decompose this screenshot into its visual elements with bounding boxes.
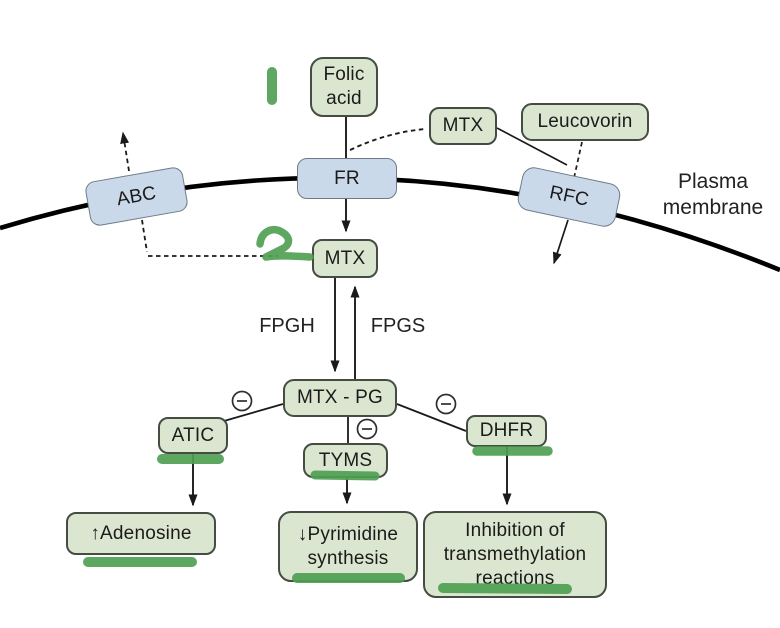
edge-rfc-influx-arrow (552, 219, 569, 265)
fpgs-enzyme-label: FPGS (362, 313, 434, 339)
node-tyms: TYMS (303, 443, 388, 478)
inhibition-minus-icon (231, 390, 253, 412)
inhibition-minus-icon (356, 418, 378, 440)
edge-fr-to-mtx-ext-dashed (349, 128, 427, 151)
inhibition-minus-icon (435, 393, 457, 415)
fr-label: FR (334, 167, 360, 189)
plasma-membrane-label-line2: membrane (662, 196, 764, 219)
plasma-membrane-label: Plasma membrane (650, 169, 776, 221)
edge-abc-efflux-dashed-arrow (120, 131, 130, 172)
plasma-membrane-label-line1: Plasma (677, 170, 749, 193)
edge-mtxpg-to-dhfr (396, 403, 467, 432)
node-pyrimidine-outcome: ↓Pyrimidine synthesis (278, 511, 418, 582)
rfc-label: RFC (547, 182, 591, 211)
inhibition-label-line2: transmethylation (443, 543, 587, 565)
handwritten-step-2-marker (256, 225, 314, 261)
mtx-intracellular-label: MTX (324, 247, 366, 269)
edge-leucovorin-to-rfc-dashed (573, 141, 583, 179)
node-atic: ATIC (158, 417, 228, 454)
abc-label: ABC (115, 182, 158, 210)
folic-acid-label-line1: Folic (323, 64, 365, 85)
node-leucovorin: Leucovorin (521, 103, 649, 141)
fpgh-enzyme-label: FPGH (251, 313, 323, 339)
node-fr-transporter: FR (297, 158, 397, 199)
inhibition-label-line1: Inhibition of (465, 519, 565, 541)
node-mtx-extracellular: MTX (429, 107, 497, 145)
inhibition-label-line3: reactions (475, 567, 555, 589)
folic-acid-label-line2: acid (326, 88, 362, 109)
node-mtx-pg: MTX - PG (283, 379, 397, 417)
fpgh-text: FPGH (259, 315, 315, 337)
pyrimidine-label-line2: synthesis (307, 547, 389, 569)
dhfr-label: DHFR (479, 420, 534, 441)
node-rfc-transporter: RFC (515, 165, 623, 229)
edge-mtxpg-to-atic (223, 403, 284, 422)
tyms-label: TYMS (318, 449, 373, 471)
leucovorin-label: Leucovorin (537, 111, 633, 132)
node-abc-transporter: ABC (83, 165, 190, 228)
mtx-pg-label: MTX - PG (296, 387, 384, 408)
mtx-extracellular-label: MTX (442, 115, 484, 136)
edge-abc-down-dashed (141, 219, 148, 253)
node-folic-acid: Folic acid (310, 57, 378, 117)
node-transmethylation-outcome: Inhibition of transmethylation reactions (423, 511, 607, 598)
node-adenosine-outcome: ↑Adenosine (66, 512, 216, 555)
fpgs-text: FPGS (370, 315, 426, 337)
node-dhfr: DHFR (466, 415, 547, 447)
atic-label: ATIC (171, 424, 215, 446)
node-mtx-intracellular: MTX (312, 239, 378, 278)
adenosine-label: ↑Adenosine (90, 522, 192, 544)
pyrimidine-label-line1: ↓Pyrimidine (297, 523, 399, 545)
